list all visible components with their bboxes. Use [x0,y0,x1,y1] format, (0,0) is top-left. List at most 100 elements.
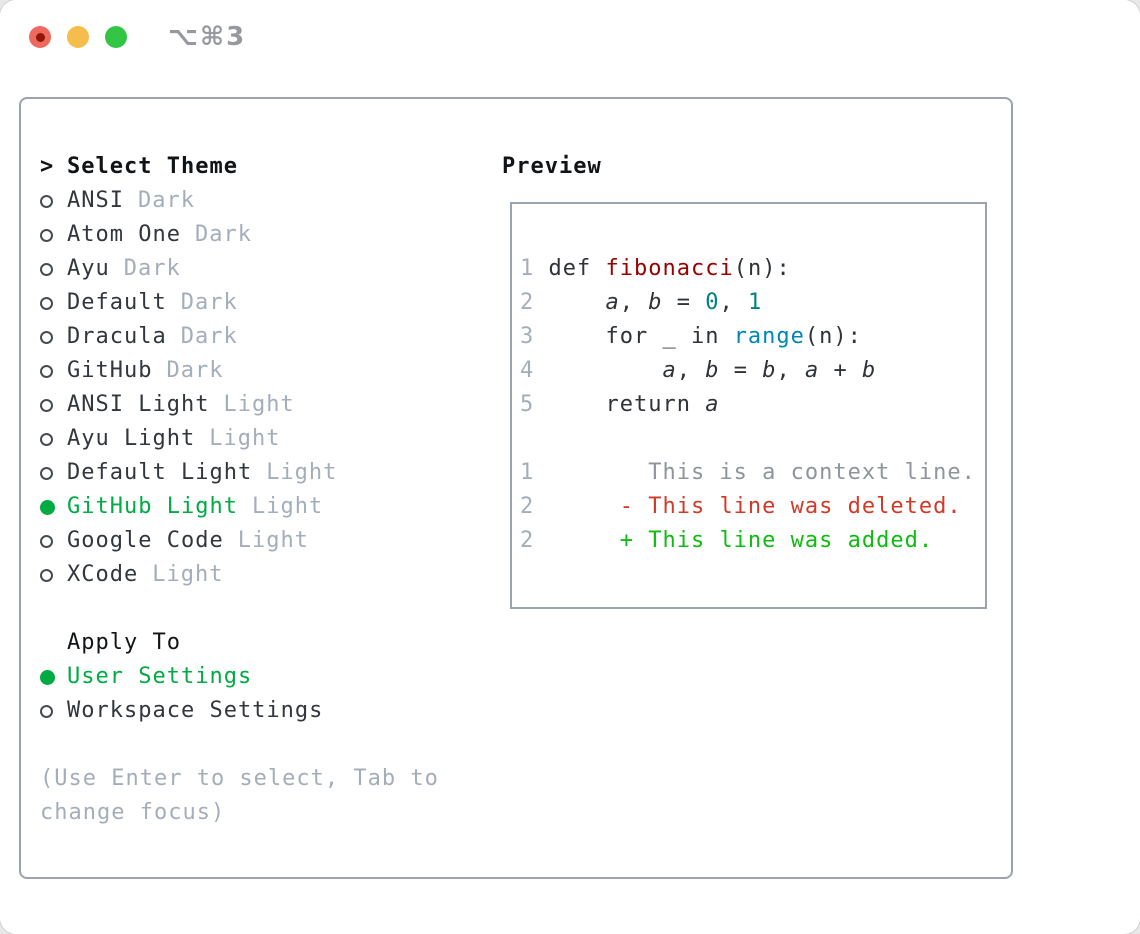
theme-item-label: ANSI [67,188,124,213]
theme-item[interactable]: XCode Light [40,558,480,592]
theme-item-label: GitHub Light [67,494,238,519]
theme-variant-tag: Dark [166,358,224,383]
line-number: 1 [520,460,549,485]
theme-item[interactable]: ANSI Dark [40,184,480,218]
theme-item[interactable]: Default Light Light [40,456,480,490]
theme-variant-tag: Light [223,392,295,417]
code-token-pl: , [719,290,748,315]
menu-header-row: > Select Theme [40,150,480,184]
theme-variant-tag: Light [251,494,324,519]
radio-unselected-icon [40,194,67,208]
code-token-fn: fibonacci [605,256,734,281]
code-token-bi: range [733,324,805,349]
preview-title: Preview [502,154,602,179]
theme-item[interactable]: Dracula Dark [40,320,480,354]
theme-item-label: Default [67,290,167,315]
theme-variant-tag: Dark [137,188,195,213]
radio-unselected-icon [40,262,67,276]
minimize-button[interactable] [67,26,89,48]
theme-item[interactable]: ANSI Light Light [40,388,480,422]
line-number: 2 [520,528,549,553]
code-token-var: a [605,290,620,315]
theme-item-label: Atom One [67,222,181,247]
code-token-pl: = [719,358,763,383]
radio-selected-icon [40,669,67,685]
code-token-kw: return [548,392,706,417]
code-token-var: b [861,358,877,383]
code-token-var: a [662,358,677,383]
apply-to-header-row: Apply To [40,626,480,660]
traffic-lights [29,26,127,48]
prompt-caret: > [40,154,55,179]
menu-title: Select Theme [67,154,238,179]
theme-item[interactable]: Default Dark [40,286,480,320]
theme-item-label: GitHub [67,358,153,383]
apply-to-option[interactable]: User Settings [40,660,480,694]
line-number: 2 [520,494,549,519]
radio-selected-icon [40,499,67,515]
theme-variant-tag: Light [237,528,309,553]
diff-line-deleted: - This line was deleted. [548,494,962,519]
code-token-kw: def [548,256,606,281]
diff-line-added: + This line was added. [548,528,934,553]
theme-item-label: Ayu [67,256,110,281]
code-token-pl [549,290,606,315]
theme-item[interactable]: GitHub Light Light [40,490,480,524]
theme-item-label: Dracula [67,324,167,349]
line-number: 3 [520,324,549,349]
line-number: 4 [520,358,549,383]
radio-unselected-icon [40,704,67,718]
hint-text-line-1: (Use Enter to select, Tab to [40,766,439,791]
code-token-var: a [804,358,820,383]
code-token-var: b [705,358,720,383]
radio-unselected-icon [40,364,67,378]
zoom-button[interactable] [105,26,127,48]
code-token-num: 0 [705,290,720,315]
code-token-pl: (n): [804,324,862,349]
theme-item-label: Default Light [67,460,253,485]
apply-to-option-label: Workspace Settings [67,698,324,723]
theme-variant-tag: Dark [180,324,238,349]
theme-item-label: Ayu Light [67,426,196,451]
theme-variant-tag: Light [266,460,338,485]
theme-variant-tag: Light [209,426,281,451]
radio-unselected-icon [40,568,67,582]
preview-box: 1 def fibonacci(n): 2 a, b = 0, 1 3 for … [510,202,987,609]
theme-item[interactable]: Ayu Light Light [40,422,480,456]
title-bar: ⌥⌘3 [0,0,1140,97]
line-number: 2 [520,290,549,315]
apply-to-option[interactable]: Workspace Settings [40,694,480,728]
code-token-pl: , [619,290,649,315]
theme-item-label: XCode [67,562,139,587]
code-token-num: 1 [747,290,763,315]
theme-variant-tag: Light [152,562,224,587]
radio-unselected-icon [40,330,67,344]
close-button[interactable] [29,26,51,48]
line-number: 5 [520,392,549,417]
theme-item-label: Google Code [67,528,224,553]
theme-item[interactable]: Atom One Dark [40,218,480,252]
theme-item[interactable]: Google Code Light [40,524,480,558]
radio-unselected-icon [40,466,67,480]
window-title: ⌥⌘3 [168,22,247,52]
theme-item[interactable]: GitHub Dark [40,354,480,388]
code-token-pl [549,358,663,383]
hint-text-line-2: change focus) [40,800,226,825]
apply-to-title: Apply To [67,630,181,655]
code-token-pl: (n): [733,256,791,281]
code-token-pl: = [662,290,706,315]
code-token-pl: , [776,358,805,383]
theme-variant-tag: Dark [194,222,252,247]
radio-unselected-icon [40,296,67,310]
spacer-row [40,592,480,626]
theme-item-label: ANSI Light [67,392,210,417]
radio-unselected-icon [40,432,67,446]
theme-variant-tag: Dark [180,290,238,315]
line-number: 1 [520,256,549,281]
code-token-var: b [762,358,777,383]
